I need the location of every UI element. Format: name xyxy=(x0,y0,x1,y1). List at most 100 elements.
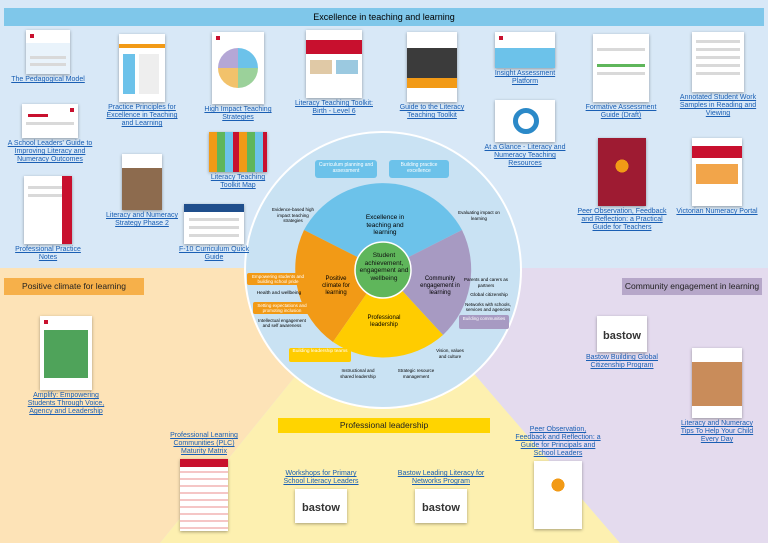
tag-building-communities: Building communities xyxy=(462,316,506,321)
resource-link[interactable]: High Impact Teaching Strategies xyxy=(204,106,272,121)
tag-vision: Vision, values and culture xyxy=(436,348,464,359)
resource-numeracy-portal[interactable]: Victorian Numeracy Portal xyxy=(672,138,762,216)
tag-instructional: Instructional and shared leadership xyxy=(340,368,376,379)
resource-f10-curriculum[interactable]: F-10 Curriculum Quick Guide xyxy=(176,204,252,262)
resource-link[interactable]: Literacy and Numeracy Strategy Phase 2 xyxy=(106,212,178,227)
tag-networks: Networks with schools, services and agen… xyxy=(465,302,511,312)
professional-leadership-label: Professional leadership xyxy=(278,418,490,433)
resource-amplify[interactable]: Amplify: Empowering Students Through Voi… xyxy=(24,316,108,416)
document-thumbnail xyxy=(598,138,646,206)
positive-climate-label: Positive climate for learning xyxy=(4,278,144,295)
wheel-left-label: Positive climate for learning xyxy=(322,276,350,296)
resource-link[interactable]: Literacy Teaching Toolkit: Birth - Level… xyxy=(295,100,373,115)
resource-school-leaders-guide[interactable]: A School Leaders' Guide to Improving Lit… xyxy=(4,104,96,164)
resource-bastow-global[interactable]: bastow Bastow Building Global Citizenshi… xyxy=(580,316,664,370)
resource-link[interactable]: Workshops for Primary School Literacy Le… xyxy=(283,470,359,485)
segment-community xyxy=(383,230,472,335)
resource-at-a-glance[interactable]: At a Glance - Literacy and Numeracy Teac… xyxy=(478,100,572,168)
document-thumbnail xyxy=(212,32,264,104)
bastow-logo: bastow xyxy=(302,501,340,514)
document-thumbnail xyxy=(122,154,162,210)
bastow-logo: bastow xyxy=(422,501,460,514)
document-thumbnail xyxy=(593,34,649,102)
document-thumbnail xyxy=(495,100,555,142)
resource-link[interactable]: Victorian Numeracy Portal xyxy=(676,208,758,215)
resource-peer-observation-teachers[interactable]: Peer Observation, Feedback and Reflectio… xyxy=(576,138,668,232)
resource-guide-lit-toolkit[interactable]: Guide to the Literacy Teaching Toolkit xyxy=(392,32,472,120)
resource-link[interactable]: Formative Assessment Guide (Draft) xyxy=(585,104,657,119)
resource-link[interactable]: Bastow Building Global Citizenship Progr… xyxy=(586,354,658,369)
center-circle xyxy=(354,241,412,299)
tag-parents: Parents and carers as partners xyxy=(463,277,509,288)
resource-pedagogical-model[interactable]: The Pedagogical Model xyxy=(6,30,90,84)
tag-health: Health and wellbeing xyxy=(256,291,302,296)
wheel-right-label: Community engagement in learning xyxy=(420,276,460,296)
bastow-logo-thumbnail: bastow xyxy=(415,489,467,523)
bastow-logo-thumbnail: bastow xyxy=(295,489,347,523)
resource-lit-num-tips[interactable]: Literacy and Numeracy Tips To Help Your … xyxy=(676,348,758,444)
resource-link[interactable]: The Pedagogical Model xyxy=(11,76,85,83)
document-thumbnail xyxy=(407,32,457,102)
resource-link[interactable]: Literacy Teaching Toolkit Map xyxy=(210,174,266,189)
document-thumbnail xyxy=(40,316,92,390)
document-thumbnail xyxy=(209,132,267,172)
wheel-top-label: Excellence in teaching and learning xyxy=(365,214,405,236)
segment-positive-climate xyxy=(295,230,383,342)
document-thumbnail xyxy=(692,138,742,206)
resource-link[interactable]: Peer Observation, Feedback and Reflectio… xyxy=(577,208,667,231)
resource-workshops-primary[interactable]: Workshops for Primary School Literacy Le… xyxy=(276,470,366,525)
document-thumbnail xyxy=(119,34,165,102)
resource-professional-practice-notes[interactable]: Professional Practice Notes xyxy=(8,176,88,262)
tag-building-practice: Building practice excellence xyxy=(400,162,438,174)
tag-strategic: Strategic resource management xyxy=(397,368,435,379)
resource-link[interactable]: F-10 Curriculum Quick Guide xyxy=(178,246,249,261)
wheel-bottom-label: Professional leadership xyxy=(367,315,401,328)
resource-lit-toolkit-birth[interactable]: Literacy Teaching Toolkit: Birth - Level… xyxy=(288,30,380,116)
resource-link[interactable]: At a Glance - Literacy and Numeracy Teac… xyxy=(484,144,566,167)
resource-link[interactable]: Amplify: Empowering Students Through Voi… xyxy=(27,392,105,415)
resource-insight-assessment[interactable]: Insight Assessment Platform xyxy=(484,32,566,86)
resource-link[interactable]: Professional Practice Notes xyxy=(15,246,81,261)
resource-peer-observation-principals[interactable]: Peer Observation, Feedback and Reflectio… xyxy=(514,426,602,531)
tag-global: Global citizenship xyxy=(470,293,508,298)
excellence-header-bar: Excellence in teaching and learning xyxy=(4,8,764,26)
tag-evidence: Evidence-based high impact teaching stra… xyxy=(271,207,315,223)
bastow-logo-thumbnail: bastow xyxy=(597,316,647,352)
bastow-logo: bastow xyxy=(603,329,641,342)
segment-professional-leadership xyxy=(333,270,443,358)
resource-bastow-leading[interactable]: Bastow Leading Literacy for Networks Pro… xyxy=(396,470,486,525)
tag-setting-expectations: Setting expectations and promoting inclu… xyxy=(257,303,307,313)
resource-formative-assessment[interactable]: Formative Assessment Guide (Draft) xyxy=(582,34,660,120)
document-thumbnail xyxy=(22,104,78,138)
document-thumbnail xyxy=(692,348,742,418)
document-thumbnail xyxy=(26,30,70,74)
fiso-wheel xyxy=(244,131,522,409)
tag-evaluating: Evaluating impact on learning xyxy=(458,210,500,221)
wheel-center-label: Student achievement, engagement and well… xyxy=(359,252,409,282)
resource-link[interactable]: Insight Assessment Platform xyxy=(494,70,556,85)
resource-link[interactable]: Bastow Leading Literacy for Networks Pro… xyxy=(397,470,485,485)
resource-link[interactable]: Practice Principles for Excellence in Te… xyxy=(106,104,178,127)
resource-plc-matrix[interactable]: Professional Learning Communities (PLC) … xyxy=(162,432,246,533)
document-thumbnail xyxy=(180,459,228,531)
resource-link[interactable]: Professional Learning Communities (PLC) … xyxy=(170,432,238,455)
community-engagement-label: Community engagement in learning xyxy=(622,278,762,295)
resource-link[interactable]: Literacy and Numeracy Tips To Help Your … xyxy=(680,420,754,443)
tag-building-leadership: Building leadership teams xyxy=(292,349,348,354)
document-thumbnail xyxy=(184,204,244,244)
resource-literacy-numeracy-strategy[interactable]: Literacy and Numeracy Strategy Phase 2 xyxy=(104,154,180,228)
header-title: Excellence in teaching and learning xyxy=(313,12,455,22)
segment-excellence xyxy=(304,183,462,270)
document-thumbnail xyxy=(534,461,582,529)
resource-hits[interactable]: High Impact Teaching Strategies xyxy=(198,32,278,122)
resource-annotated-samples[interactable]: Annotated Student Work Samples in Readin… xyxy=(678,32,758,118)
resource-link[interactable]: Peer Observation, Feedback and Reflectio… xyxy=(515,426,601,457)
resource-link[interactable]: Guide to the Literacy Teaching Toolkit xyxy=(399,104,465,119)
tag-curriculum: Curriculum planning and assessment xyxy=(318,162,374,174)
resource-lit-toolkit-map[interactable]: Literacy Teaching Toolkit Map xyxy=(204,132,272,190)
document-thumbnail xyxy=(495,32,555,68)
resource-practice-principles[interactable]: Practice Principles for Excellence in Te… xyxy=(104,34,180,128)
document-thumbnail xyxy=(306,30,362,98)
resource-link[interactable]: Annotated Student Work Samples in Readin… xyxy=(679,94,757,117)
resource-link[interactable]: A School Leaders' Guide to Improving Lit… xyxy=(7,140,93,163)
